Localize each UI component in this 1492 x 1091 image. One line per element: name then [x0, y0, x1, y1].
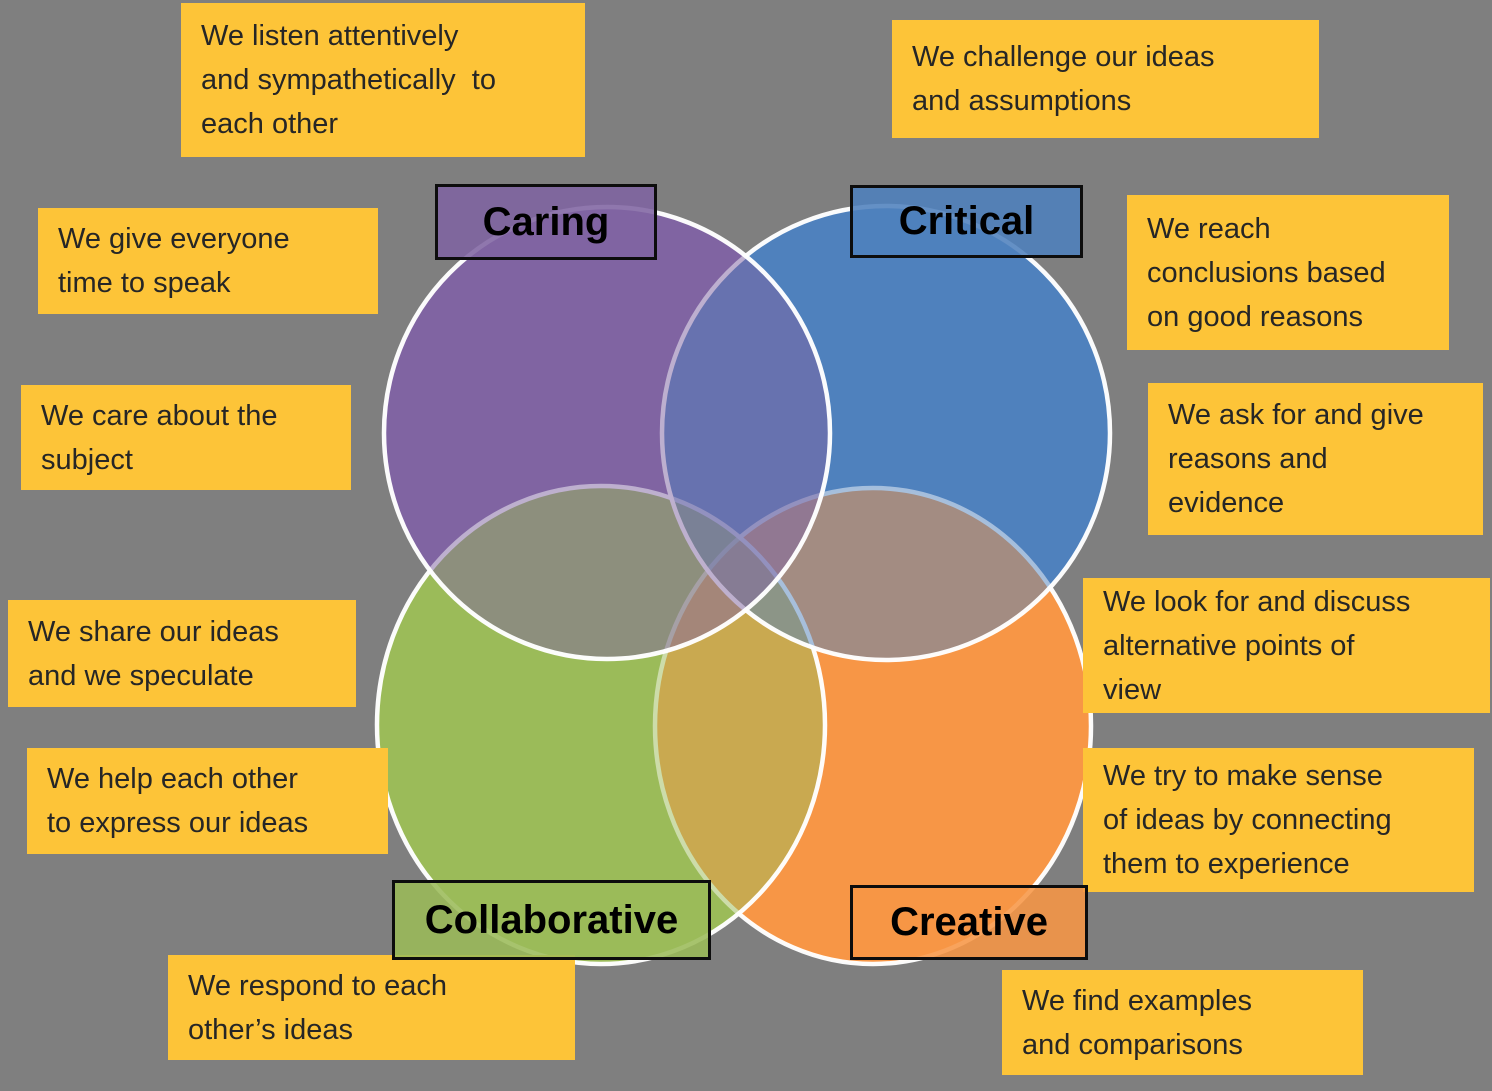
note-we-find-examples-text: We find examples and comparisons — [1022, 984, 1252, 1061]
caring-circle-outline — [381, 204, 833, 662]
note-we-ask-reasons: We ask for and give reasons and evidence — [1148, 383, 1483, 535]
note-we-listen-text: We listen attentively and sympatheticall… — [201, 20, 496, 140]
creative-label: Creative — [850, 885, 1088, 960]
note-we-respond-text: We respond to each other’s ideas — [188, 969, 448, 1046]
note-we-find-examples: We find examples and comparisons — [1002, 970, 1363, 1075]
critical-label: Critical — [850, 185, 1083, 258]
note-we-give-time: We give everyone time to speak — [38, 208, 378, 314]
note-we-look-alternative: We look for and discuss alternative poin… — [1083, 578, 1490, 713]
note-we-share-ideas-text: We share our ideas and we speculate — [28, 615, 279, 692]
note-we-care-subject-text: We care about the subject — [41, 399, 278, 476]
note-we-share-ideas: We share our ideas and we speculate — [8, 600, 356, 707]
note-we-make-sense-text: We try to make sense of ideas by connect… — [1103, 760, 1392, 880]
note-we-care-subject: We care about the subject — [21, 385, 351, 490]
note-we-look-alternative-text: We look for and discuss alternative poin… — [1103, 585, 1411, 706]
note-we-ask-reasons-text: We ask for and give reasons and evidence — [1168, 399, 1424, 519]
note-we-make-sense: We try to make sense of ideas by connect… — [1083, 748, 1474, 892]
note-we-reach-conclusions-text: We reach conclusions based on good reaso… — [1147, 212, 1386, 333]
note-we-help-each-other-text: We help each other to express our ideas — [47, 763, 309, 839]
caring-label: Caring — [435, 184, 657, 260]
note-we-reach-conclusions: We reach conclusions based on good reaso… — [1127, 195, 1449, 350]
note-we-challenge-text: We challenge our ideas and assumptions — [912, 41, 1215, 117]
venn-blend-layer — [374, 203, 1113, 967]
collaborative-label: Collaborative — [392, 880, 711, 960]
note-we-listen: We listen attentively and sympatheticall… — [181, 3, 585, 157]
note-we-challenge: We challenge our ideas and assumptions — [892, 20, 1319, 138]
note-we-respond: We respond to each other’s ideas — [168, 955, 575, 1060]
note-we-help-each-other: We help each other to express our ideas — [27, 748, 388, 854]
note-we-give-time-text: We give everyone time to speak — [58, 223, 290, 299]
